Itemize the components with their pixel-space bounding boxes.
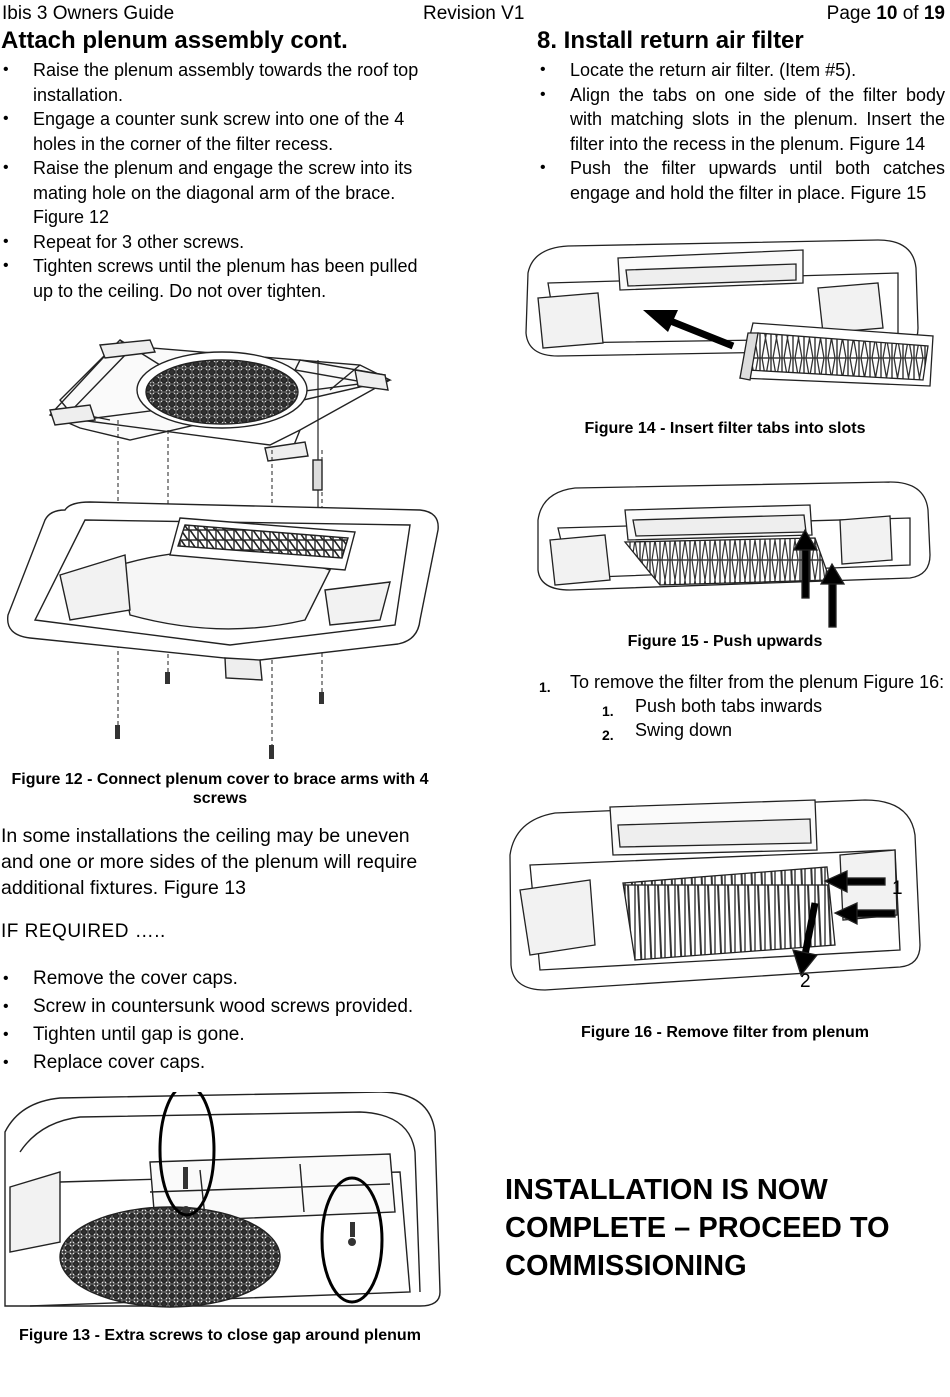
remove-filter-text: To remove the filter from the plenum Fig… bbox=[570, 672, 945, 692]
list-item: Raise the plenum assembly towards the ro… bbox=[0, 58, 440, 107]
list-item: 1. Push both tabs inwards bbox=[602, 696, 823, 719]
list-item: Push the filter upwards until both catch… bbox=[537, 156, 945, 205]
revision-label: Revision V1 bbox=[423, 3, 525, 24]
left-bullet-list: Raise the plenum assembly towards the ro… bbox=[0, 58, 440, 303]
figure-13-illustration bbox=[0, 1092, 445, 1308]
uneven-ceiling-paragraph: In some installations the ceiling may be… bbox=[1, 825, 418, 899]
installation-complete-message: INSTALLATION IS NOW COMPLETE – PROCEED T… bbox=[505, 1174, 890, 1282]
page-number: Page 10 of 19 bbox=[826, 3, 945, 24]
list-item: Repeat for 3 other screws. bbox=[0, 230, 440, 255]
figure-12-illustration bbox=[0, 320, 445, 760]
fixtures-bullet-list: Remove the cover caps. Screw in counters… bbox=[0, 965, 445, 1077]
figure-12-caption: Figure 12 - Connect plenum cover to brac… bbox=[11, 771, 429, 807]
if-required-label: IF REQUIRED ….. bbox=[1, 921, 166, 942]
figure-16-caption: Figure 16 - Remove filter from plenum bbox=[580, 1024, 870, 1041]
figure-15-caption: Figure 15 - Push upwards bbox=[627, 633, 823, 650]
doc-title: Ibis 3 Owners Guide bbox=[2, 3, 175, 24]
figure-13-caption: Figure 13 - Extra screws to close gap ar… bbox=[19, 1327, 421, 1344]
list-item: Screw in countersunk wood screws provide… bbox=[0, 993, 445, 1021]
list-item: Raise the plenum and engage the screw in… bbox=[0, 156, 440, 230]
figure-14-caption: Figure 14 - Insert filter tabs into slot… bbox=[584, 420, 866, 437]
figure-16-illustration bbox=[505, 795, 930, 1000]
list-item: Locate the return air filter. (Item #5). bbox=[537, 58, 945, 83]
list-item: Remove the cover caps. bbox=[0, 965, 445, 993]
list-item: Tighten screws until the plenum has been… bbox=[0, 254, 440, 303]
list-item: Engage a counter sunk screw into one of … bbox=[0, 107, 440, 156]
section-title-right: 8. Install return air filter bbox=[537, 27, 804, 54]
figure-16-callout-1: 1 bbox=[892, 878, 903, 899]
list-item: 1. To remove the filter from the plenum … bbox=[539, 672, 945, 695]
right-bullet-list: Locate the return air filter. (Item #5).… bbox=[537, 58, 945, 205]
figure-14-illustration bbox=[518, 238, 938, 388]
list-item: Align the tabs on one side of the filter… bbox=[537, 83, 945, 157]
list-item: Tighten until gap is gone. bbox=[0, 1021, 445, 1049]
list-item: 2. Swing down bbox=[602, 720, 733, 743]
remove-filter-steps: 1. To remove the filter from the plenum … bbox=[537, 670, 945, 743]
section-title-left: Attach plenum assembly cont. bbox=[1, 27, 348, 54]
list-item: Replace cover caps. bbox=[0, 1049, 445, 1077]
figure-15-illustration bbox=[530, 480, 935, 630]
figure-16-callout-2: 2 bbox=[800, 971, 811, 992]
